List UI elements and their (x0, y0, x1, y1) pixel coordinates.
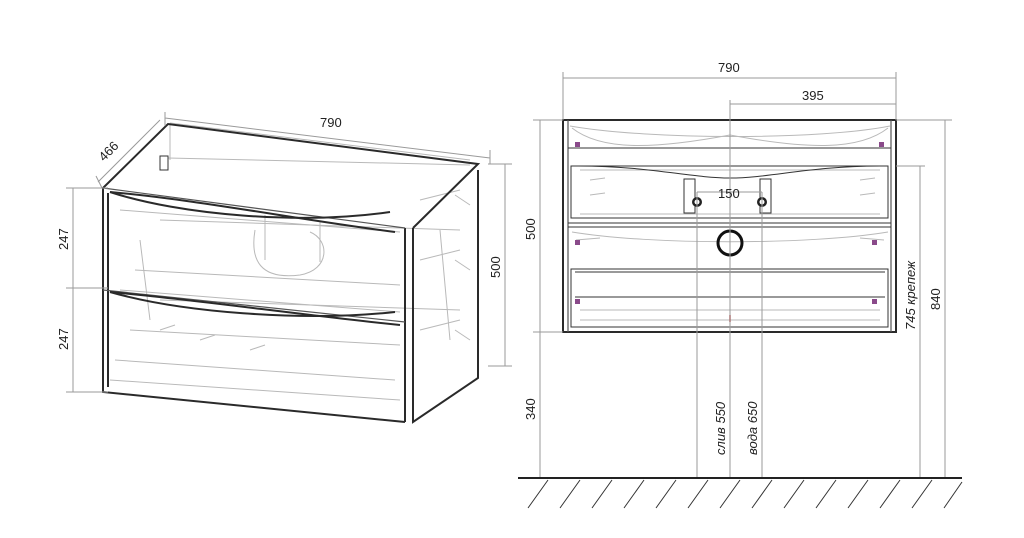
drain-height-label: слив 550 (713, 401, 728, 455)
front-height-label: 500 (523, 218, 538, 240)
floor-gap-label: 340 (523, 398, 538, 420)
hole-spacing-label: 150 (718, 186, 740, 201)
total-height-label: 840 (928, 288, 943, 310)
iso-depth-label: 466 (96, 138, 122, 164)
iso-dimensions (66, 112, 512, 393)
isometric-view: 790 466 247 247 500 (56, 112, 512, 424)
screw-marks (575, 142, 884, 304)
floor (518, 477, 963, 509)
iso-width-label: 790 (320, 115, 342, 130)
iso-ghost-lines (109, 122, 471, 401)
water-height-label: вода 650 (745, 401, 760, 455)
front-half-width-label: 395 (802, 88, 824, 103)
front-width-label: 790 (718, 60, 740, 75)
front-dimensions (533, 72, 952, 478)
iso-body (102, 122, 481, 424)
iso-height-label: 500 (488, 256, 503, 278)
iso-drawer-top-label: 247 (56, 228, 71, 250)
front-view: 790 395 150 500 340 слив 550 вода 650 74… (518, 60, 963, 509)
mount-height-label: 745 крепеж (903, 260, 918, 330)
iso-drawer-bottom-label: 247 (56, 328, 71, 350)
